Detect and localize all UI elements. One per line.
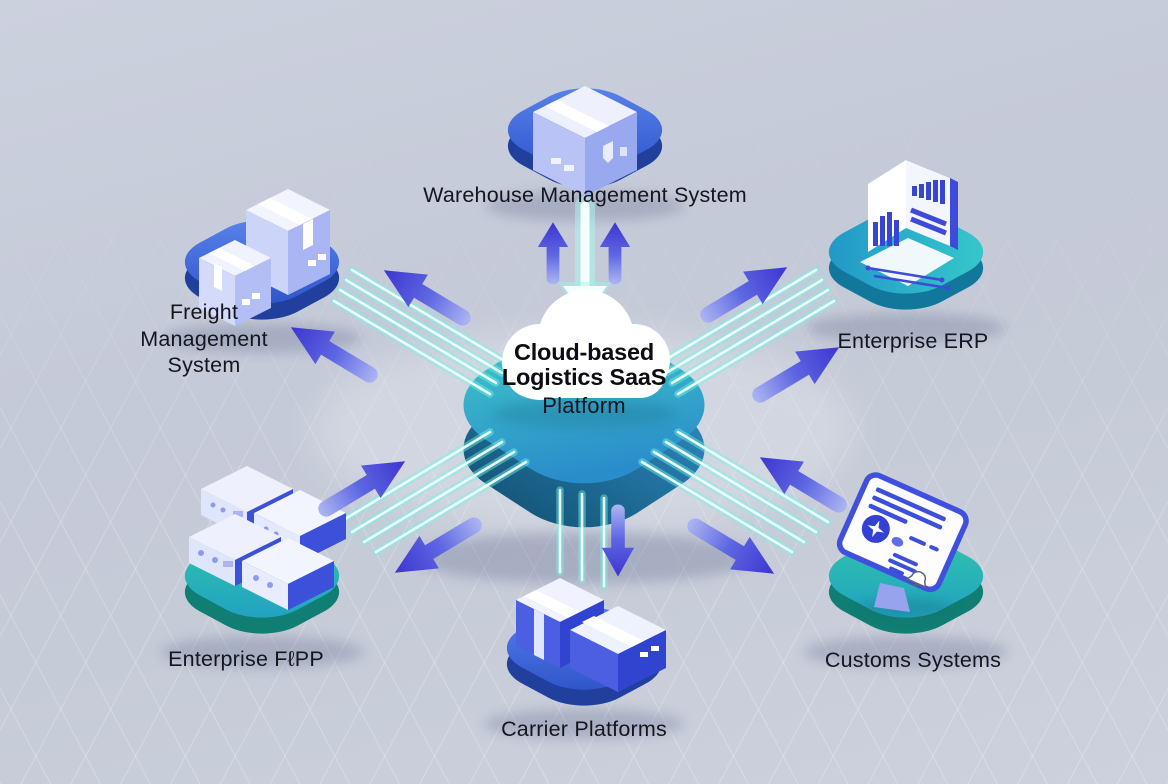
customs-screen-icon	[836, 472, 969, 617]
label-erp: Enterprise ERP	[837, 329, 989, 353]
beam-center-to-carrier	[556, 486, 608, 590]
beam-center-to-freight	[330, 266, 512, 398]
report-book-icon	[860, 160, 958, 291]
arrow-up-to-warehouse-right	[600, 222, 630, 279]
beam-center-to-customs	[638, 428, 832, 556]
cargo-boxes-icon	[516, 578, 666, 692]
label-freight-line2: Management	[140, 326, 268, 351]
cloud-icon	[492, 290, 676, 428]
label-freight-line3: System	[167, 353, 241, 377]
label-freight: Freight Management System	[99, 299, 309, 379]
beam-center-to-flpp	[336, 428, 530, 556]
label-warehouse: Warehouse Management System	[423, 183, 747, 207]
center-title-line3: Platform	[542, 393, 626, 418]
label-freight-line1: Freight	[169, 300, 239, 324]
label-carrier: Carrier Platforms	[501, 717, 667, 741]
center-title-line1: Cloud-based	[513, 339, 655, 365]
package-box-icon	[533, 86, 637, 196]
label-flpp: Enterprise FℓPP	[168, 647, 324, 671]
beam-center-to-erp	[656, 266, 838, 398]
platform-shadows	[160, 191, 1008, 739]
stacked-boxes-icon	[199, 189, 330, 326]
label-customs: Customs Systems	[824, 648, 1002, 672]
arrow-up-to-warehouse-left	[538, 222, 568, 279]
center-title-line2: Logistics SaaS	[501, 364, 667, 390]
